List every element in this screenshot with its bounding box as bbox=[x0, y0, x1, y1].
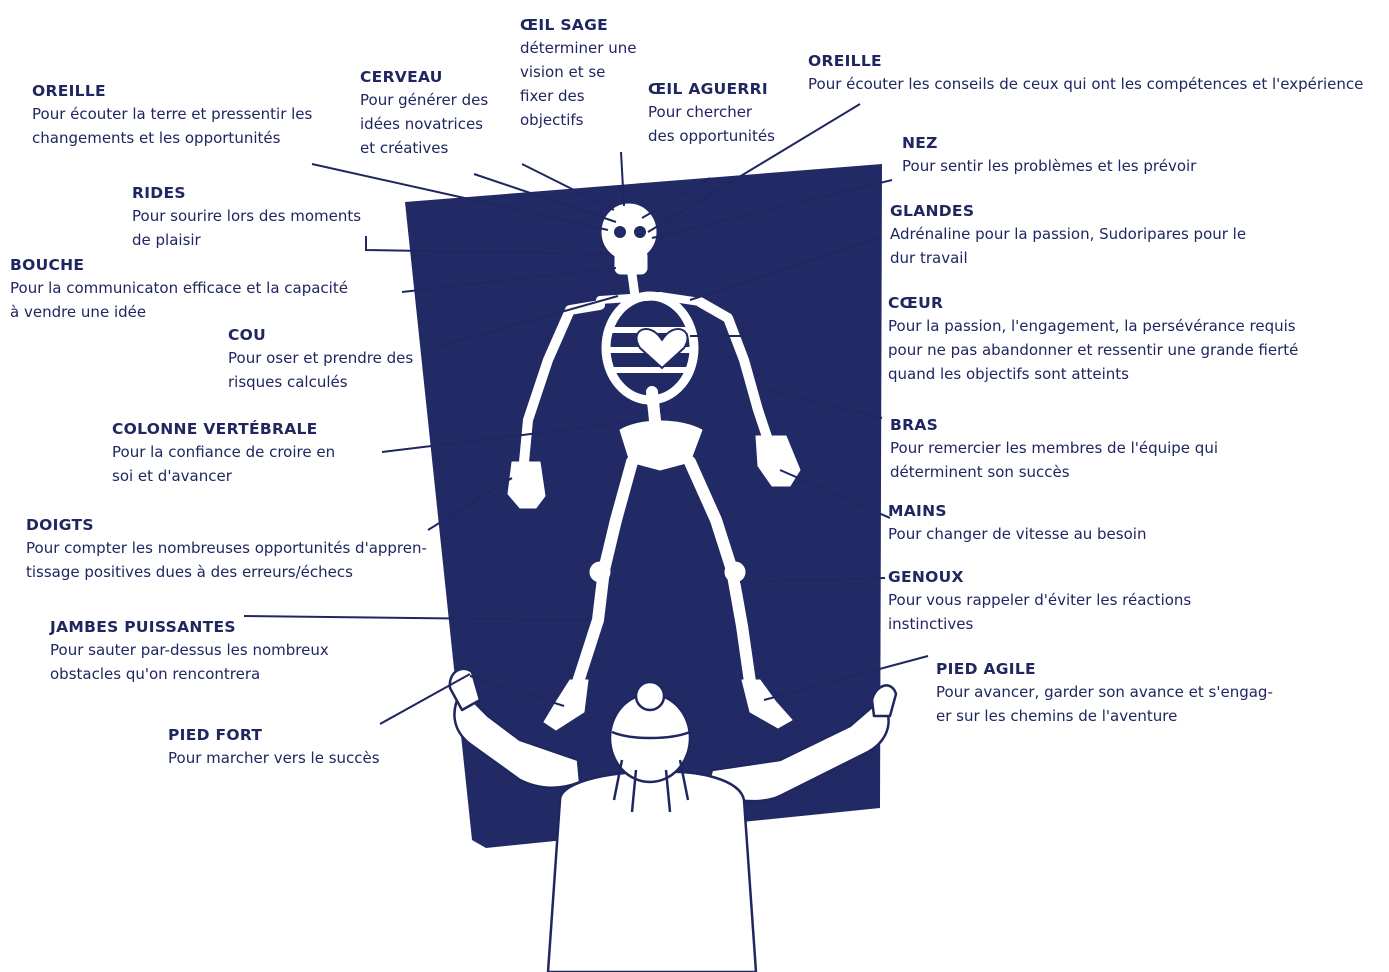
label-title: PIED AGILE bbox=[936, 658, 1273, 680]
label-title: GLANDES bbox=[890, 200, 1246, 222]
label-description: Pour vous rappeler d'éviter les réaction… bbox=[888, 588, 1191, 636]
label-coeur: CŒUR Pour la passion, l'engagement, la p… bbox=[888, 292, 1298, 386]
label-description: Pour la confiance de croire en soi et d'… bbox=[112, 440, 335, 488]
label-description: Pour la passion, l'engagement, la persév… bbox=[888, 314, 1298, 386]
label-oeil-sage: ŒIL SAGE déterminer une vision et se fix… bbox=[520, 14, 636, 132]
neck bbox=[632, 274, 635, 296]
label-oeil-aguerri: ŒIL AGUERRI Pour chercher des opportunit… bbox=[648, 78, 775, 148]
hand-right-person bbox=[872, 685, 896, 716]
label-title: ŒIL SAGE bbox=[520, 14, 636, 36]
label-title: OREILLE bbox=[808, 50, 1363, 72]
label-title: COU bbox=[228, 324, 413, 346]
label-description: Pour écouter les conseils de ceux qui on… bbox=[808, 72, 1363, 96]
label-description: Adrénaline pour la passion, Sudoripares … bbox=[890, 222, 1246, 270]
label-description: Pour sourire lors des moments de plaisir bbox=[132, 204, 361, 252]
label-jambes: JAMBES PUISSANTES Pour sauter par-dessus… bbox=[50, 616, 329, 686]
label-title: CŒUR bbox=[888, 292, 1298, 314]
label-oreille-droite: OREILLE Pour écouter les conseils de ceu… bbox=[808, 50, 1363, 96]
label-oreille-gauche: OREILLE Pour écouter la terre et pressen… bbox=[32, 80, 312, 150]
knee-right bbox=[725, 562, 745, 582]
label-title: JAMBES PUISSANTES bbox=[50, 616, 329, 638]
label-title: COLONNE VERTÉBRALE bbox=[112, 418, 335, 440]
hand-left bbox=[508, 462, 545, 508]
label-bouche: BOUCHE Pour la communicaton efficace et … bbox=[10, 254, 348, 324]
label-title: RIDES bbox=[132, 182, 361, 204]
label-mains: MAINS Pour changer de vitesse au besoin bbox=[888, 500, 1146, 546]
label-description: Pour écouter la terre et pressentir les … bbox=[32, 102, 312, 150]
label-rides: RIDES Pour sourire lors des moments de p… bbox=[132, 182, 361, 252]
eye-socket-left bbox=[614, 226, 626, 238]
label-pied-agile: PIED AGILE Pour avancer, garder son avan… bbox=[936, 658, 1273, 728]
label-cerveau: CERVEAU Pour générer des idées novatrice… bbox=[360, 66, 488, 160]
label-cou: COU Pour oser et prendre des risques cal… bbox=[228, 324, 413, 394]
label-description: Pour sauter par-dessus les nombreux obst… bbox=[50, 638, 329, 686]
label-pied-fort: PIED FORT Pour marcher vers le succès bbox=[168, 724, 380, 770]
knee-left bbox=[590, 562, 610, 582]
label-description: Pour avancer, garder son avance et s'eng… bbox=[936, 680, 1273, 728]
label-glandes: GLANDES Adrénaline pour la passion, Sudo… bbox=[890, 200, 1246, 270]
label-title: CERVEAU bbox=[360, 66, 488, 88]
label-genoux: GENOUX Pour vous rappeler d'éviter les r… bbox=[888, 566, 1191, 636]
label-description: Pour la communicaton efficace et la capa… bbox=[10, 276, 348, 324]
label-description: Pour changer de vitesse au besoin bbox=[888, 522, 1146, 546]
body-person bbox=[548, 772, 756, 972]
label-title: ŒIL AGUERRI bbox=[648, 78, 775, 100]
label-description: Pour remercier les membres de l'équipe q… bbox=[890, 436, 1218, 484]
label-doigts: DOIGTS Pour compter les nombreuses oppor… bbox=[26, 514, 427, 584]
label-bras: BRAS Pour remercier les membres de l'équ… bbox=[890, 414, 1218, 484]
label-title: MAINS bbox=[888, 500, 1146, 522]
hair-bun bbox=[636, 682, 664, 710]
label-title: BOUCHE bbox=[10, 254, 348, 276]
eye-socket-right bbox=[634, 226, 646, 238]
label-description: Pour chercher des opportunités bbox=[648, 100, 775, 148]
label-title: DOIGTS bbox=[26, 514, 427, 536]
label-description: Pour sentir les problèmes et les prévoir bbox=[902, 154, 1196, 178]
label-description: déterminer une vision et se fixer des ob… bbox=[520, 36, 636, 132]
label-title: BRAS bbox=[890, 414, 1218, 436]
label-nez: NEZ Pour sentir les problèmes et les pré… bbox=[902, 132, 1196, 178]
label-colonne: COLONNE VERTÉBRALE Pour la confiance de … bbox=[112, 418, 335, 488]
label-description: Pour générer des idées novatrices et cré… bbox=[360, 88, 488, 160]
label-title: NEZ bbox=[902, 132, 1196, 154]
label-title: GENOUX bbox=[888, 566, 1191, 588]
label-description: Pour oser et prendre des risques calculé… bbox=[228, 346, 413, 394]
label-description: Pour compter les nombreuses opportunités… bbox=[26, 536, 427, 584]
label-description: Pour marcher vers le succès bbox=[168, 746, 380, 770]
label-title: OREILLE bbox=[32, 80, 312, 102]
label-title: PIED FORT bbox=[168, 724, 380, 746]
